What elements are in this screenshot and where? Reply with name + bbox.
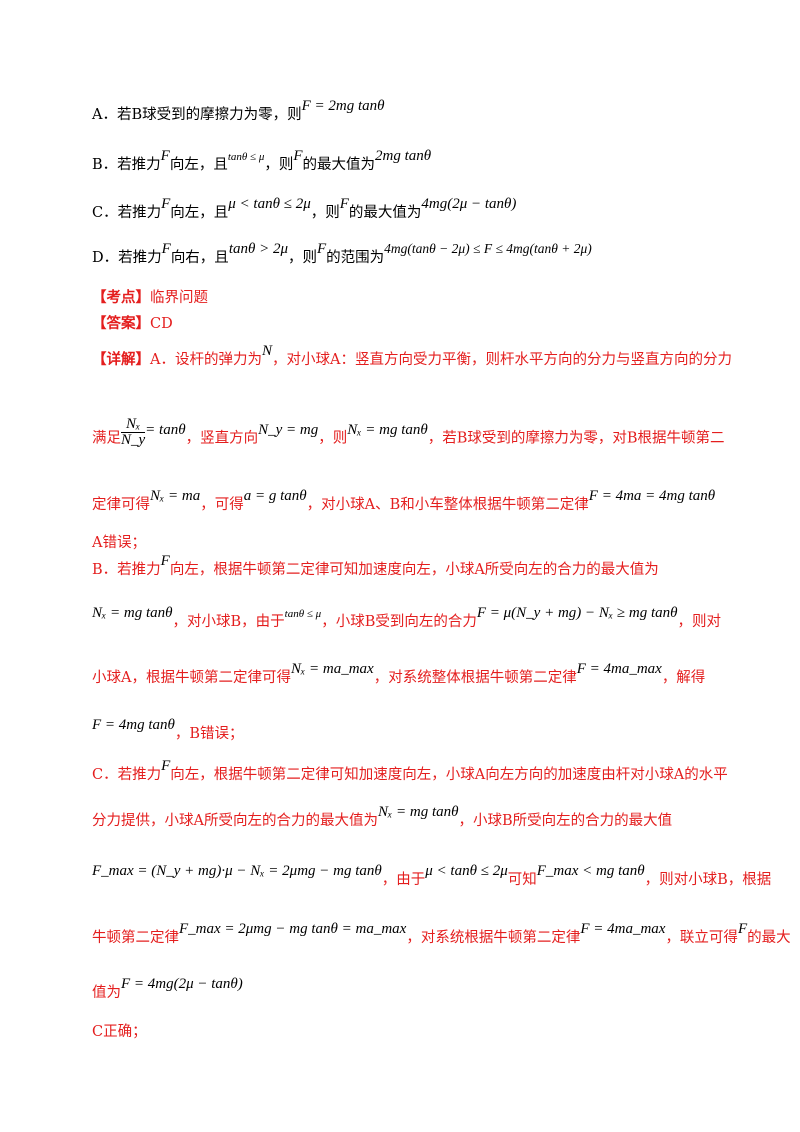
formula: = tanθ (145, 421, 186, 438)
formula: F (293, 148, 303, 164)
formula: F = 4ma_max (576, 661, 662, 677)
detail-line-13: 值为F = 4mg(2μ − tanθ) (92, 976, 243, 1001)
option-c: C．若推力F向左，且μ < tanθ ≤ 2μ，则F的最大值为4mg(2μ − … (92, 196, 517, 221)
formula: F_max < mg tanθ (536, 863, 645, 879)
formula: F = 2mg tanθ (301, 98, 385, 114)
formula: F (317, 241, 327, 257)
formula: F (161, 196, 171, 212)
formula: N_y = mg (258, 421, 319, 438)
formula: μ < tanθ ≤ 2μ (228, 196, 311, 212)
formula: Nₓ = mg tanθ (92, 605, 173, 621)
detail-line-5: B．若推力F向左，根据牛顿第二定律可知加速度向左，小球A所受向左的合力的最大值为 (92, 553, 659, 578)
detail-line-12: 牛顿第二定律F_max = 2μmg − mg tanθ = ma_max，对系… (92, 921, 791, 946)
formula: tanθ ≤ μ (284, 608, 322, 620)
detail-line-10: 分力提供，小球A所受向左的合力的最大值为Nₓ = mg tanθ，小球B所受向左… (92, 804, 673, 829)
formula: Nₓ = ma (150, 488, 201, 504)
formula: F (339, 196, 349, 212)
formula: tanθ ≤ μ (227, 151, 265, 163)
option-d: D．若推力F向右，且tanθ > 2μ，则F的范围为4mg(tanθ − 2μ)… (92, 241, 592, 266)
formula: F (161, 758, 171, 774)
formula: F_max = 2μmg − mg tanθ = ma_max (179, 921, 407, 937)
detail-line-3: 定律可得Nₓ = ma，可得a = g tanθ，对小球A、B和小车整体根据牛顿… (92, 488, 716, 513)
option-b: B．若推力F向左，且tanθ ≤ μ，则F的最大值为2mg tanθ (92, 148, 432, 173)
formula: F (160, 148, 170, 164)
detail-line-9: C．若推力F向左，根据牛顿第二定律可知加速度向左，小球A向左方向的加速度由杆对小… (92, 758, 728, 783)
detail-line-1: 【详解】A．设杆的弹力为N，对小球A：竖直方向受力平衡，则杆水平方向的分力与竖直… (92, 343, 732, 368)
formula: Nₓ = ma_max (290, 661, 374, 677)
formula: F = 4ma_max (580, 921, 666, 937)
answer-line: 【答案】CD (92, 315, 173, 332)
detail-line-6: Nₓ = mg tanθ，对小球B，由于tanθ ≤ μ，小球B受到向左的合力F… (92, 605, 722, 630)
formula: 2mg tanθ (375, 148, 432, 164)
detail-line-4: A错误； (92, 535, 146, 551)
formula: a = g tanθ (243, 488, 307, 504)
formula: F (160, 553, 170, 569)
detail-line-8: F = 4mg tanθ，B错误； (92, 717, 244, 742)
formula: F_max = (N_y + mg)·μ − Nₓ = 2μmg − mg ta… (92, 863, 382, 879)
formula: F = 4mg(2μ − tanθ) (121, 976, 243, 992)
formula: F (161, 241, 171, 257)
formula: μ < tanθ ≤ 2μ (425, 863, 508, 879)
formula: Nₓ = mg tanθ (347, 421, 428, 438)
formula: N (261, 343, 272, 359)
formula: F (737, 921, 748, 937)
formula: tanθ > 2μ (228, 241, 288, 257)
detail-line-14: C正确； (92, 1024, 147, 1040)
detail-line-11: F_max = (N_y + mg)·μ − Nₓ = 2μmg − mg ta… (92, 863, 772, 888)
formula: F = 4mg tanθ (92, 717, 175, 733)
detail-line-7: 小球A，根据牛顿第二定律可得Nₓ = ma_max，对系统整体根据牛顿第二定律F… (92, 661, 706, 686)
formula: Nₓ = mg tanθ (377, 804, 459, 820)
formula: F = μ(N_y + mg) − Nₓ ≥ mg tanθ (476, 605, 678, 621)
formula: 4mg(tanθ − 2μ) ≤ F ≤ 4mg(tanθ + 2μ) (384, 241, 592, 256)
formula: 4mg(2μ − tanθ) (421, 196, 517, 212)
option-a: A．若B球受到的摩擦力为零，则F = 2mg tanθ (92, 98, 385, 123)
formula: F = 4ma = 4mg tanθ (588, 488, 716, 504)
kaodian-line: 【考点】临界问题 (92, 289, 208, 306)
